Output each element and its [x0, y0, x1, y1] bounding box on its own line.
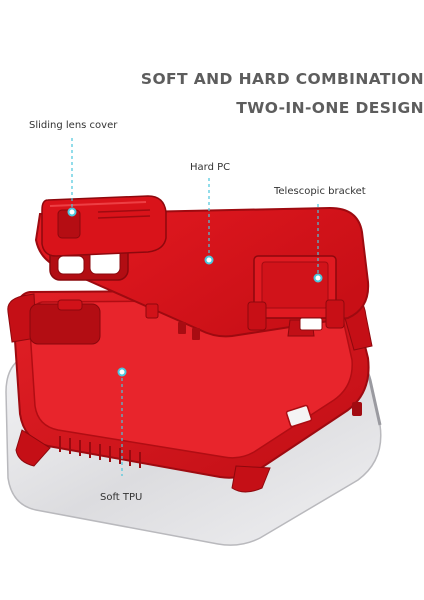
callout-telescopic-bracket: Telescopic bracket — [274, 186, 366, 197]
telescopic-bracket — [247, 255, 345, 337]
callout-dots — [67, 207, 323, 377]
callout-sliding-lens-cover: Sliding lens cover — [29, 120, 118, 131]
headline-line-1: SOFT AND HARD COMBINATION — [140, 70, 424, 88]
sliding-lens-cover — [41, 195, 167, 257]
callout-hard-pc: Hard PC — [190, 162, 231, 173]
callout-lines — [71, 138, 319, 476]
callout-soft-tpu: Soft TPU — [100, 492, 143, 503]
headline-line-2: TWO-IN-ONE DESIGN — [236, 99, 424, 117]
soft-tpu-case — [7, 288, 373, 493]
